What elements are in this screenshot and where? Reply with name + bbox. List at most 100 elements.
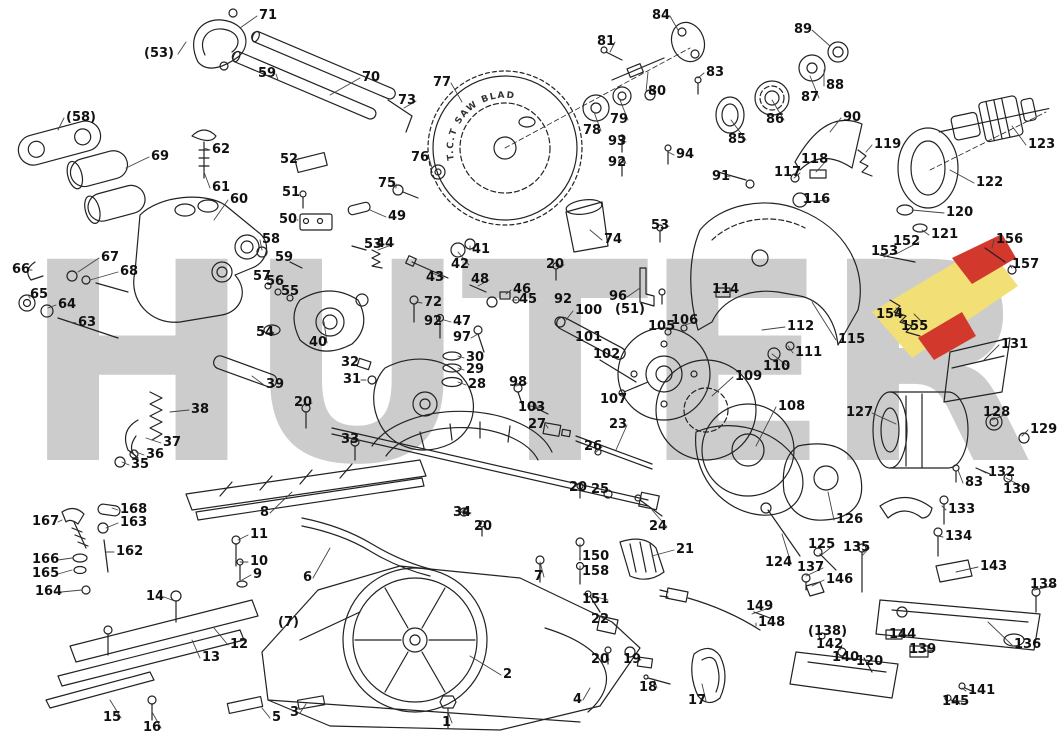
part-label-54: 54 (256, 325, 275, 340)
part-label-96: 96 (609, 289, 628, 304)
clamp-screws (760, 495, 1041, 613)
leader-line (895, 307, 903, 316)
part-label-110: 110 (763, 359, 791, 374)
part-label-164: 164 (35, 584, 63, 599)
bracket-96 (639, 267, 731, 307)
part-label-122: 122 (976, 175, 1004, 190)
part-label-53: 53 (651, 218, 670, 233)
part-label-51: (51) (615, 302, 645, 317)
part-label-120: 120 (856, 654, 884, 669)
part-label-56: 56 (266, 274, 285, 289)
clamp-rod (301, 517, 435, 577)
part-label-17: 17 (688, 693, 707, 708)
table-extension-lower (789, 573, 975, 705)
part-label-101: 101 (575, 330, 603, 345)
leader-line (845, 657, 859, 661)
part-label-8: 8 (260, 505, 270, 520)
brand-logo-red-top-shape (952, 234, 1016, 284)
leader-line (761, 326, 786, 331)
leader-line (771, 99, 785, 121)
leader-line (771, 353, 790, 368)
part-label-114: 114 (712, 282, 740, 297)
part-label-67: 67 (101, 250, 120, 265)
motor-cover (794, 119, 863, 171)
dust-port (575, 537, 665, 635)
part-label-81: 81 (597, 34, 616, 49)
part-label-134: 134 (945, 529, 973, 544)
part-label-153: 153 (871, 244, 899, 259)
leader-line (269, 491, 293, 514)
leader-line (477, 279, 490, 287)
part-label-157: 157 (1012, 257, 1040, 272)
leader-line (815, 159, 828, 173)
part-label-22: 22 (591, 612, 610, 627)
leader-line (941, 505, 947, 511)
part-label-128: 128 (983, 405, 1011, 420)
part-label-9: 9 (253, 567, 263, 582)
part-label-116: 116 (803, 192, 831, 207)
part-label-85: 85 (728, 132, 747, 147)
leader-line (259, 239, 263, 251)
part-label-123: 123 (1028, 137, 1056, 152)
part-label-66: 66 (12, 262, 31, 277)
part-label-15: 15 (103, 710, 122, 725)
part-label-71: 71 (259, 8, 278, 23)
leader-line (429, 271, 445, 279)
leader-line (111, 507, 119, 511)
part-label-120: 120 (946, 205, 974, 220)
part-label-16: 16 (143, 720, 162, 735)
leader-line (555, 264, 565, 267)
slide-rails (231, 30, 396, 120)
leader-line (177, 41, 187, 55)
part-label-86: 86 (766, 112, 785, 127)
leader-line (861, 547, 870, 557)
gear-case (782, 443, 863, 521)
part-label-18: 18 (639, 680, 658, 695)
leader-line (653, 678, 658, 689)
part-label-137: 137 (797, 560, 825, 575)
part-label-143: 143 (980, 559, 1008, 574)
part-label-115: 115 (838, 332, 866, 347)
part-label-30: 30 (466, 350, 485, 365)
part-label-135: 135 (843, 540, 871, 555)
part-label-63: 63 (78, 315, 97, 330)
table-extension-right (875, 599, 1041, 651)
part-label-92: 92 (608, 155, 627, 170)
part-label-13: 13 (202, 650, 221, 665)
leader-line (730, 119, 747, 141)
leader-line (987, 621, 1013, 646)
part-label-3: 3 (290, 705, 300, 720)
leader-line (725, 175, 731, 178)
leader-line (89, 271, 119, 281)
leader-line (651, 549, 675, 557)
leader-line (949, 169, 975, 184)
leader-line (457, 355, 465, 359)
leader-line (109, 699, 122, 719)
part-label-27: 27 (528, 417, 547, 432)
part-label-7: 7 (534, 569, 544, 584)
part-label-109: 109 (735, 369, 763, 384)
pivot-bracket-40 (293, 238, 520, 352)
part-label-165: 165 (32, 566, 60, 581)
part-label-53: 53 (364, 237, 383, 252)
part-label-168: 168 (120, 502, 148, 517)
leader-line (781, 533, 792, 564)
part-label-78: 78 (583, 123, 602, 138)
leader-line (626, 287, 641, 298)
part-label-125: 125 (808, 537, 836, 552)
arbor-shaft (600, 46, 702, 101)
leader-line (312, 547, 331, 579)
leader-line (57, 117, 65, 131)
link-plate (17, 120, 102, 166)
part-label-158: 158 (582, 564, 610, 579)
leader-line (1011, 125, 1027, 146)
part-label-10: 10 (250, 554, 269, 569)
part-label-83: 83 (965, 475, 984, 490)
leader-line (865, 144, 873, 153)
part-label-107: 107 (600, 392, 628, 407)
part-label-35: 35 (131, 457, 150, 472)
part-label-32: 32 (341, 355, 360, 370)
leader-line (635, 657, 642, 661)
part-label-121: 121 (931, 227, 959, 242)
